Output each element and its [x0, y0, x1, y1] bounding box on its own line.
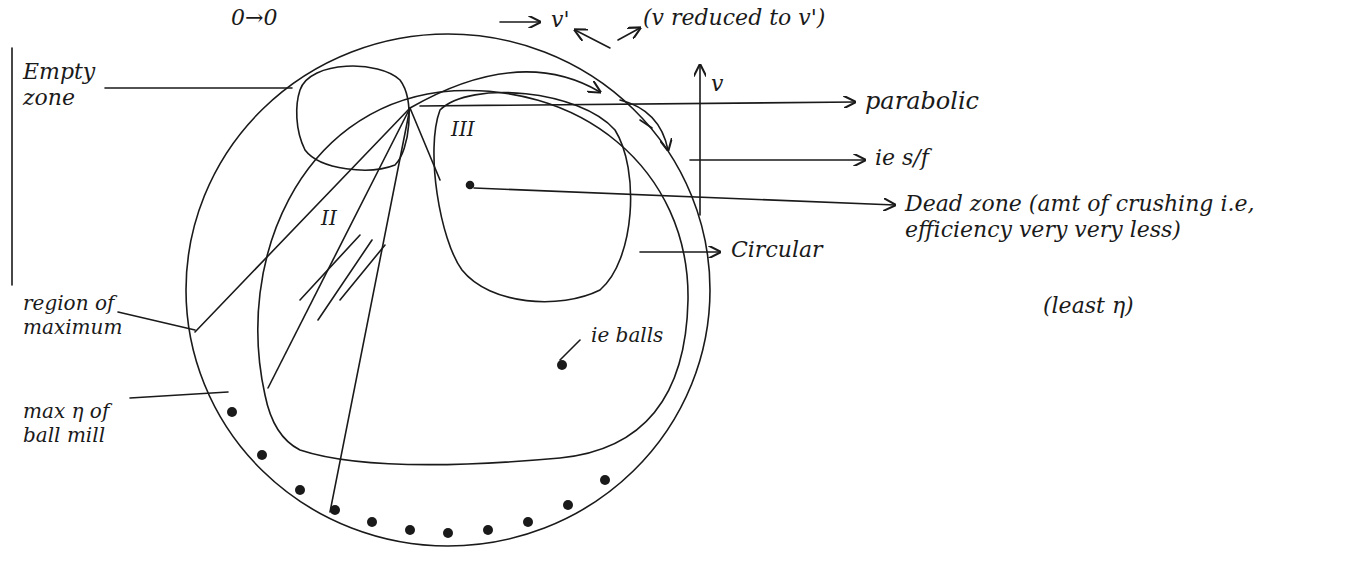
note: ie s/f	[872, 144, 932, 172]
note: (least η)	[1040, 292, 1137, 320]
dead-zone-dot	[467, 182, 474, 189]
trajectory-line	[268, 108, 410, 388]
v-dash-arrow	[575, 30, 610, 48]
motion-label: Circular	[728, 236, 826, 264]
leader-arrow	[690, 159, 865, 161]
zone-label: Empty zone	[20, 58, 116, 113]
circular-path	[258, 91, 688, 465]
ball	[483, 525, 493, 535]
trajectory-line	[330, 108, 410, 512]
region-label: region of maximum	[20, 290, 126, 340]
tick	[640, 120, 652, 128]
trajectory-line	[195, 108, 410, 332]
leader-line	[118, 312, 195, 330]
note: (v reduced to v')	[640, 4, 828, 32]
hatch	[340, 245, 385, 300]
v-dash-arrow	[618, 28, 640, 40]
region-label: max η of ball mill	[20, 398, 138, 448]
note: ie balls	[588, 322, 666, 348]
mill-shell	[186, 34, 710, 546]
ball-lift-arrow	[620, 100, 668, 150]
region-number: II	[318, 205, 340, 231]
region-number: III	[448, 116, 478, 142]
ball	[443, 528, 453, 538]
leader-line	[130, 392, 228, 398]
leader-arrow	[640, 251, 720, 253]
ball	[330, 505, 340, 515]
ball	[563, 500, 573, 510]
velocity-arrow	[699, 65, 701, 215]
ball	[227, 407, 237, 417]
balls	[227, 360, 610, 538]
leader-arrow	[420, 102, 855, 106]
ball	[557, 360, 567, 370]
trajectory-line	[410, 108, 440, 180]
ball	[600, 475, 610, 485]
ball	[523, 517, 533, 527]
dead-zone-outline	[434, 93, 631, 302]
velocity-label: v'	[548, 6, 572, 34]
side-bar	[11, 48, 13, 285]
hatch	[300, 235, 360, 300]
motion-label: parabolic	[862, 86, 982, 117]
hatch	[318, 240, 372, 320]
leader-line	[560, 340, 580, 360]
ball	[367, 517, 377, 527]
top-arrow	[500, 21, 540, 23]
leader-arrow	[474, 188, 895, 205]
ball	[295, 485, 305, 495]
leader-line	[105, 87, 292, 89]
ball	[257, 450, 267, 460]
zone-label: Dead zone (amt of crushing i.e, efficien…	[902, 190, 1308, 245]
parabolic-trajectory	[410, 72, 600, 108]
ball	[405, 525, 415, 535]
velocity-label: v	[708, 70, 726, 98]
empty-zone-outline	[297, 66, 409, 170]
top-note: 0→0	[228, 4, 280, 32]
